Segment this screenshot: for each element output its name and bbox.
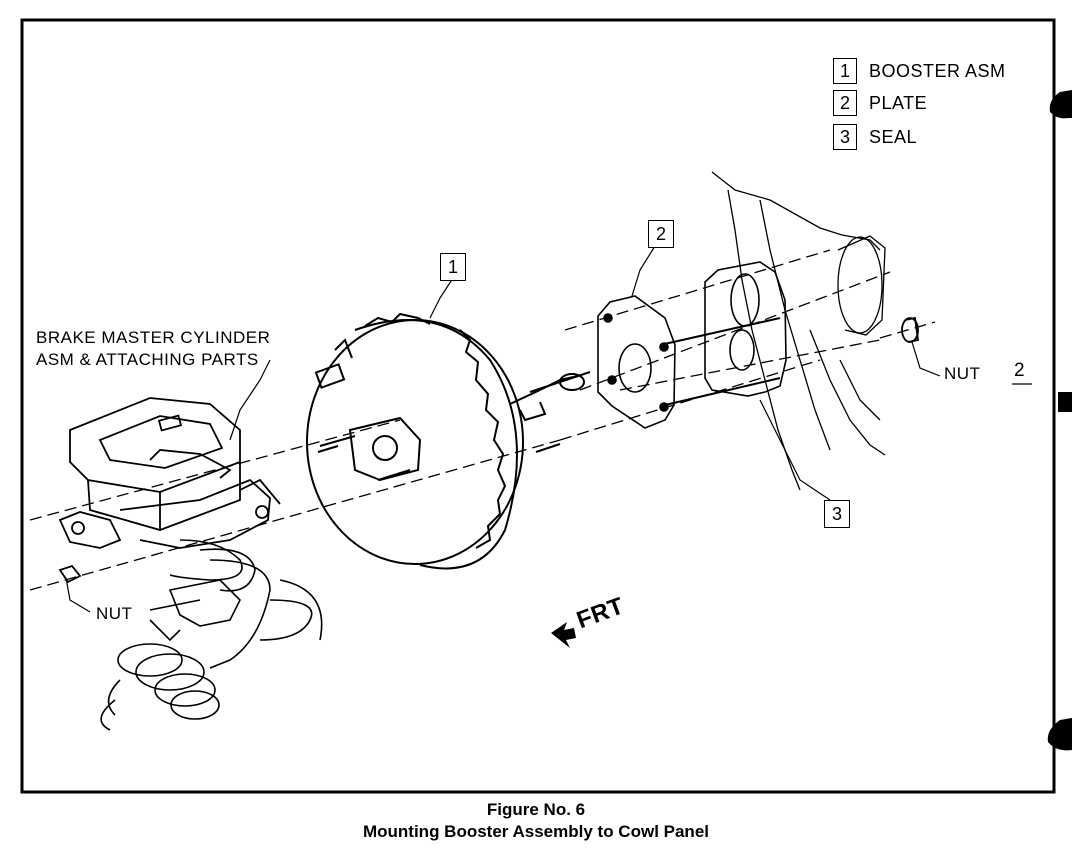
callout-seal: 3 [824,500,850,528]
figure-caption-number: Figure No. 6 [486,800,586,819]
legend-number: 2 [833,90,857,116]
legend-number: 3 [833,124,857,150]
legend-item-booster: 1 BOOSTER ASM [833,58,1006,84]
binder-mark [1058,392,1072,412]
figure-frame [20,18,1056,794]
nut-right-shape [901,316,920,343]
legend-item-seal: 3 SEAL [833,124,917,150]
callout-booster: 1 [440,253,466,281]
legend-number: 1 [833,58,857,84]
binder-mark [1047,718,1072,751]
cowl-panel [711,171,886,491]
alignment-lines [29,249,936,591]
seal-shape [704,261,787,397]
callout-plate: 2 [648,220,674,248]
booster-shape [306,312,585,570]
binder-mark [1049,90,1072,119]
studs [529,317,781,453]
legend-label: PLATE [869,92,928,113]
master-cylinder-shape [58,397,281,584]
label-nut-right-number: 2 [1014,360,1026,381]
label-nut-right: NUT [944,364,981,383]
label-master-cylinder-line2: ASM & ATTACHING PARTS [36,350,259,369]
front-arrow-icon [551,622,576,648]
leader-lines [65,245,1032,613]
label-nut-left: NUT [96,604,133,623]
legend-label: BOOSTER ASM [869,60,1006,81]
figure-caption-title: Mounting Booster Assembly to Cowl Panel [362,822,709,841]
legend-item-plate: 2 PLATE [833,90,927,116]
brake-lines [100,539,323,731]
legend-label: SEAL [869,126,918,147]
label-master-cylinder-line1: BRAKE MASTER CYLINDER [36,328,271,347]
